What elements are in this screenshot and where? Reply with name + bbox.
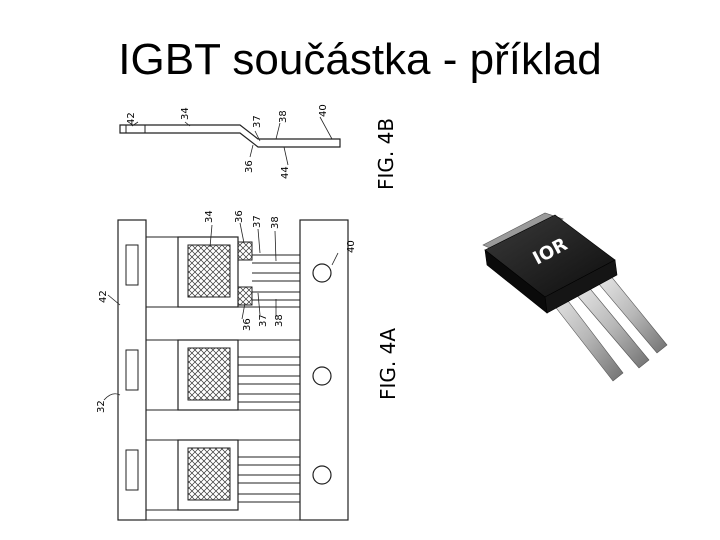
- fig-4a-ref-36: 36: [234, 210, 245, 223]
- fig-4b-ref-44: 44: [280, 166, 291, 179]
- fig-4b-ref-38: 38: [278, 110, 289, 123]
- fig-4b-ref-40: 40: [318, 104, 329, 117]
- fig-4a-ref-37b: 37: [258, 314, 269, 327]
- fig-4a-caption: FIG. 4A: [376, 328, 400, 400]
- patent-drawing: 42 34 37 38 40 36 44 FIG. 4B: [96, 104, 400, 521]
- fig-4a-ref-38b: 38: [274, 314, 285, 327]
- fig-4a-drawing: [103, 219, 349, 521]
- fig-4b-ref-36: 36: [244, 160, 255, 173]
- igbt-body: [484, 214, 618, 314]
- fig-4b-caption: FIG. 4B: [374, 118, 398, 190]
- fig-4a-ref-40: 40: [346, 240, 357, 253]
- fig-4a-ref-38: 38: [270, 216, 281, 229]
- fig-4a-ref-42: 42: [98, 290, 109, 303]
- slide-title: IGBT součástka - příklad: [118, 35, 602, 84]
- fig-4b-ref-37: 37: [252, 115, 263, 128]
- fig-4a-ref-34: 34: [204, 210, 215, 223]
- fig-4a-ref-37: 37: [252, 215, 263, 228]
- igbt-package-photo: IOR: [482, 212, 668, 382]
- fig-4b-ref-34: 34: [180, 107, 191, 120]
- fig-4a-ref-36b: 36: [242, 318, 253, 331]
- fig-4b-ref-42: 42: [126, 112, 137, 125]
- fig-4a-ref-32: 32: [96, 400, 107, 413]
- igbt-leads: [549, 274, 668, 382]
- fig-4b-drawing: [119, 116, 341, 166]
